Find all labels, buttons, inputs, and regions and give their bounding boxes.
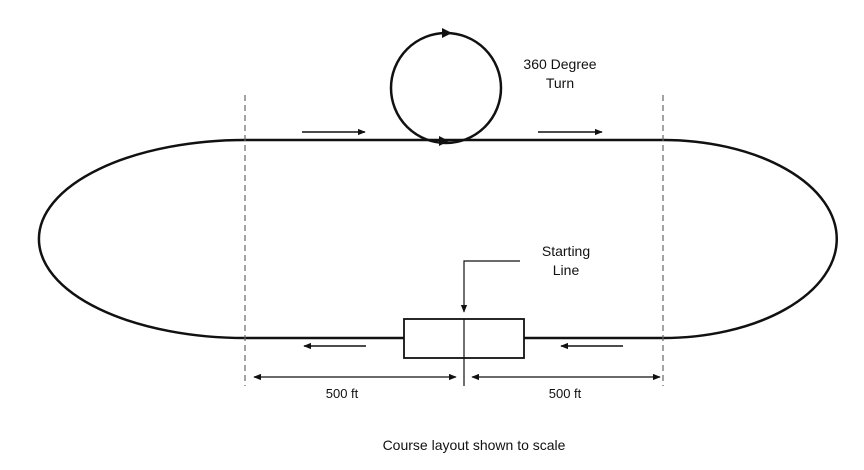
start-label-line1: Starting	[542, 243, 590, 259]
turn-loop	[389, 31, 503, 145]
right-dimension-label: 500 ft	[549, 386, 582, 401]
loop-arrowhead-top	[442, 28, 452, 38]
loop-label-line1: 360 Degree	[523, 56, 596, 72]
start-label-line2: Line	[553, 262, 580, 278]
diagram-caption: Course layout shown to scale	[383, 437, 566, 453]
loop-label-line2: Turn	[546, 75, 574, 91]
starting-line-leader	[460, 260, 520, 313]
loop-arrowhead-bottom	[439, 136, 449, 146]
course-track	[37, 138, 839, 340]
left-dimension-label: 500 ft	[326, 386, 359, 401]
